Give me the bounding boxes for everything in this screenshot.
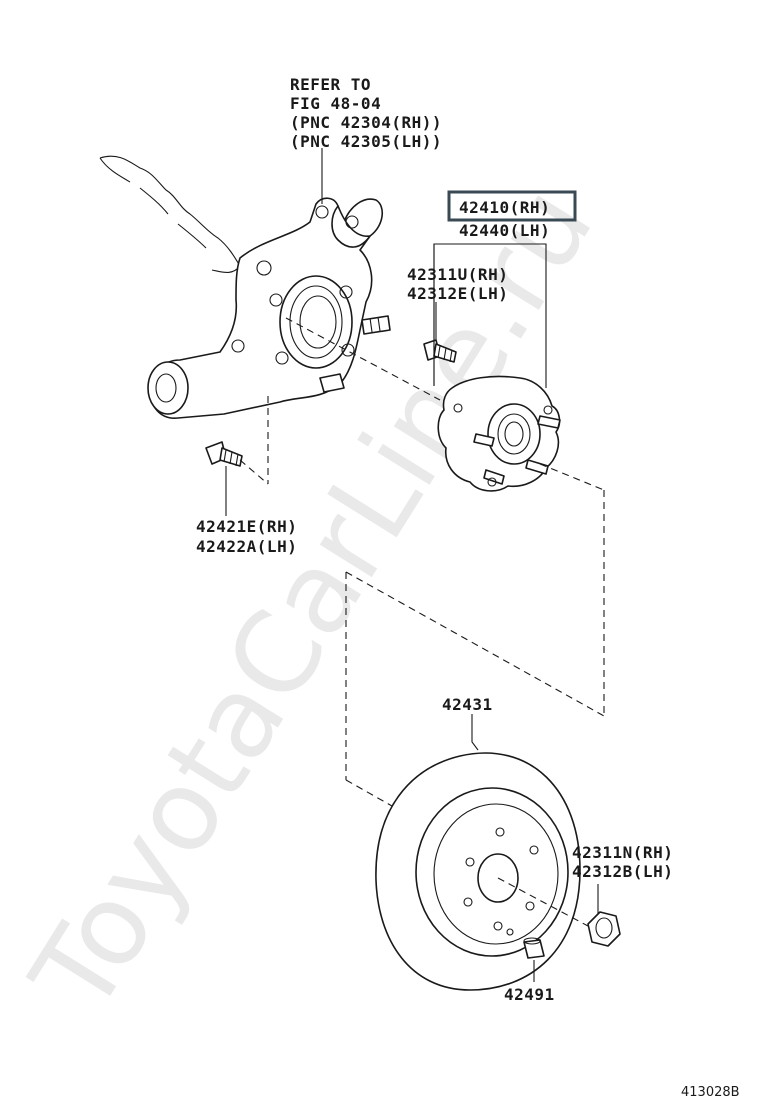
figure-id: 413028B (681, 1085, 740, 1100)
label-knuckle-bolt-rh[interactable]: 42421E(RH) (196, 517, 297, 536)
refer-note-line3: (PNC 42304(RH)) (290, 113, 442, 132)
label-knuckle-bolt-lh[interactable]: 42422A(LH) (196, 537, 297, 556)
axle-hub[interactable] (437, 375, 561, 492)
label-nut-rh[interactable]: 42311N(RH) (572, 843, 673, 862)
plug[interactable] (523, 937, 545, 959)
label-disc[interactable]: 42431 (442, 695, 493, 714)
refer-note: REFER TO FIG 48-04 (PNC 42304(RH)) (PNC … (290, 75, 442, 151)
knuckle-assembly[interactable] (99, 155, 391, 419)
label-nut-lh[interactable]: 42312B(LH) (572, 862, 673, 881)
refer-note-line4: (PNC 42305(LH)) (290, 132, 442, 151)
hub-bolt[interactable] (423, 339, 457, 363)
refer-note-line2: FIG 48-04 (290, 94, 381, 113)
label-plug[interactable]: 42491 (504, 985, 555, 1004)
highlight-box (447, 190, 577, 222)
label-hub-bolt-rh[interactable]: 42311U(RH) (407, 265, 508, 284)
knuckle-bushing (147, 361, 189, 415)
refer-note-line1: REFER TO (290, 75, 371, 94)
hub-nut[interactable] (587, 911, 621, 947)
brake-disc[interactable] (375, 752, 581, 991)
label-hub-bolt-lh[interactable]: 42312E(LH) (407, 284, 508, 303)
label-hub-rh[interactable]: 42410(RH) (459, 198, 550, 217)
guide-lines (239, 317, 605, 927)
cut-edge (99, 155, 241, 274)
leader-lines (225, 148, 599, 982)
label-hub-lh[interactable]: 42440(LH) (459, 221, 550, 240)
knuckle-bolt[interactable] (205, 441, 243, 467)
knuckle-bore (279, 275, 353, 369)
